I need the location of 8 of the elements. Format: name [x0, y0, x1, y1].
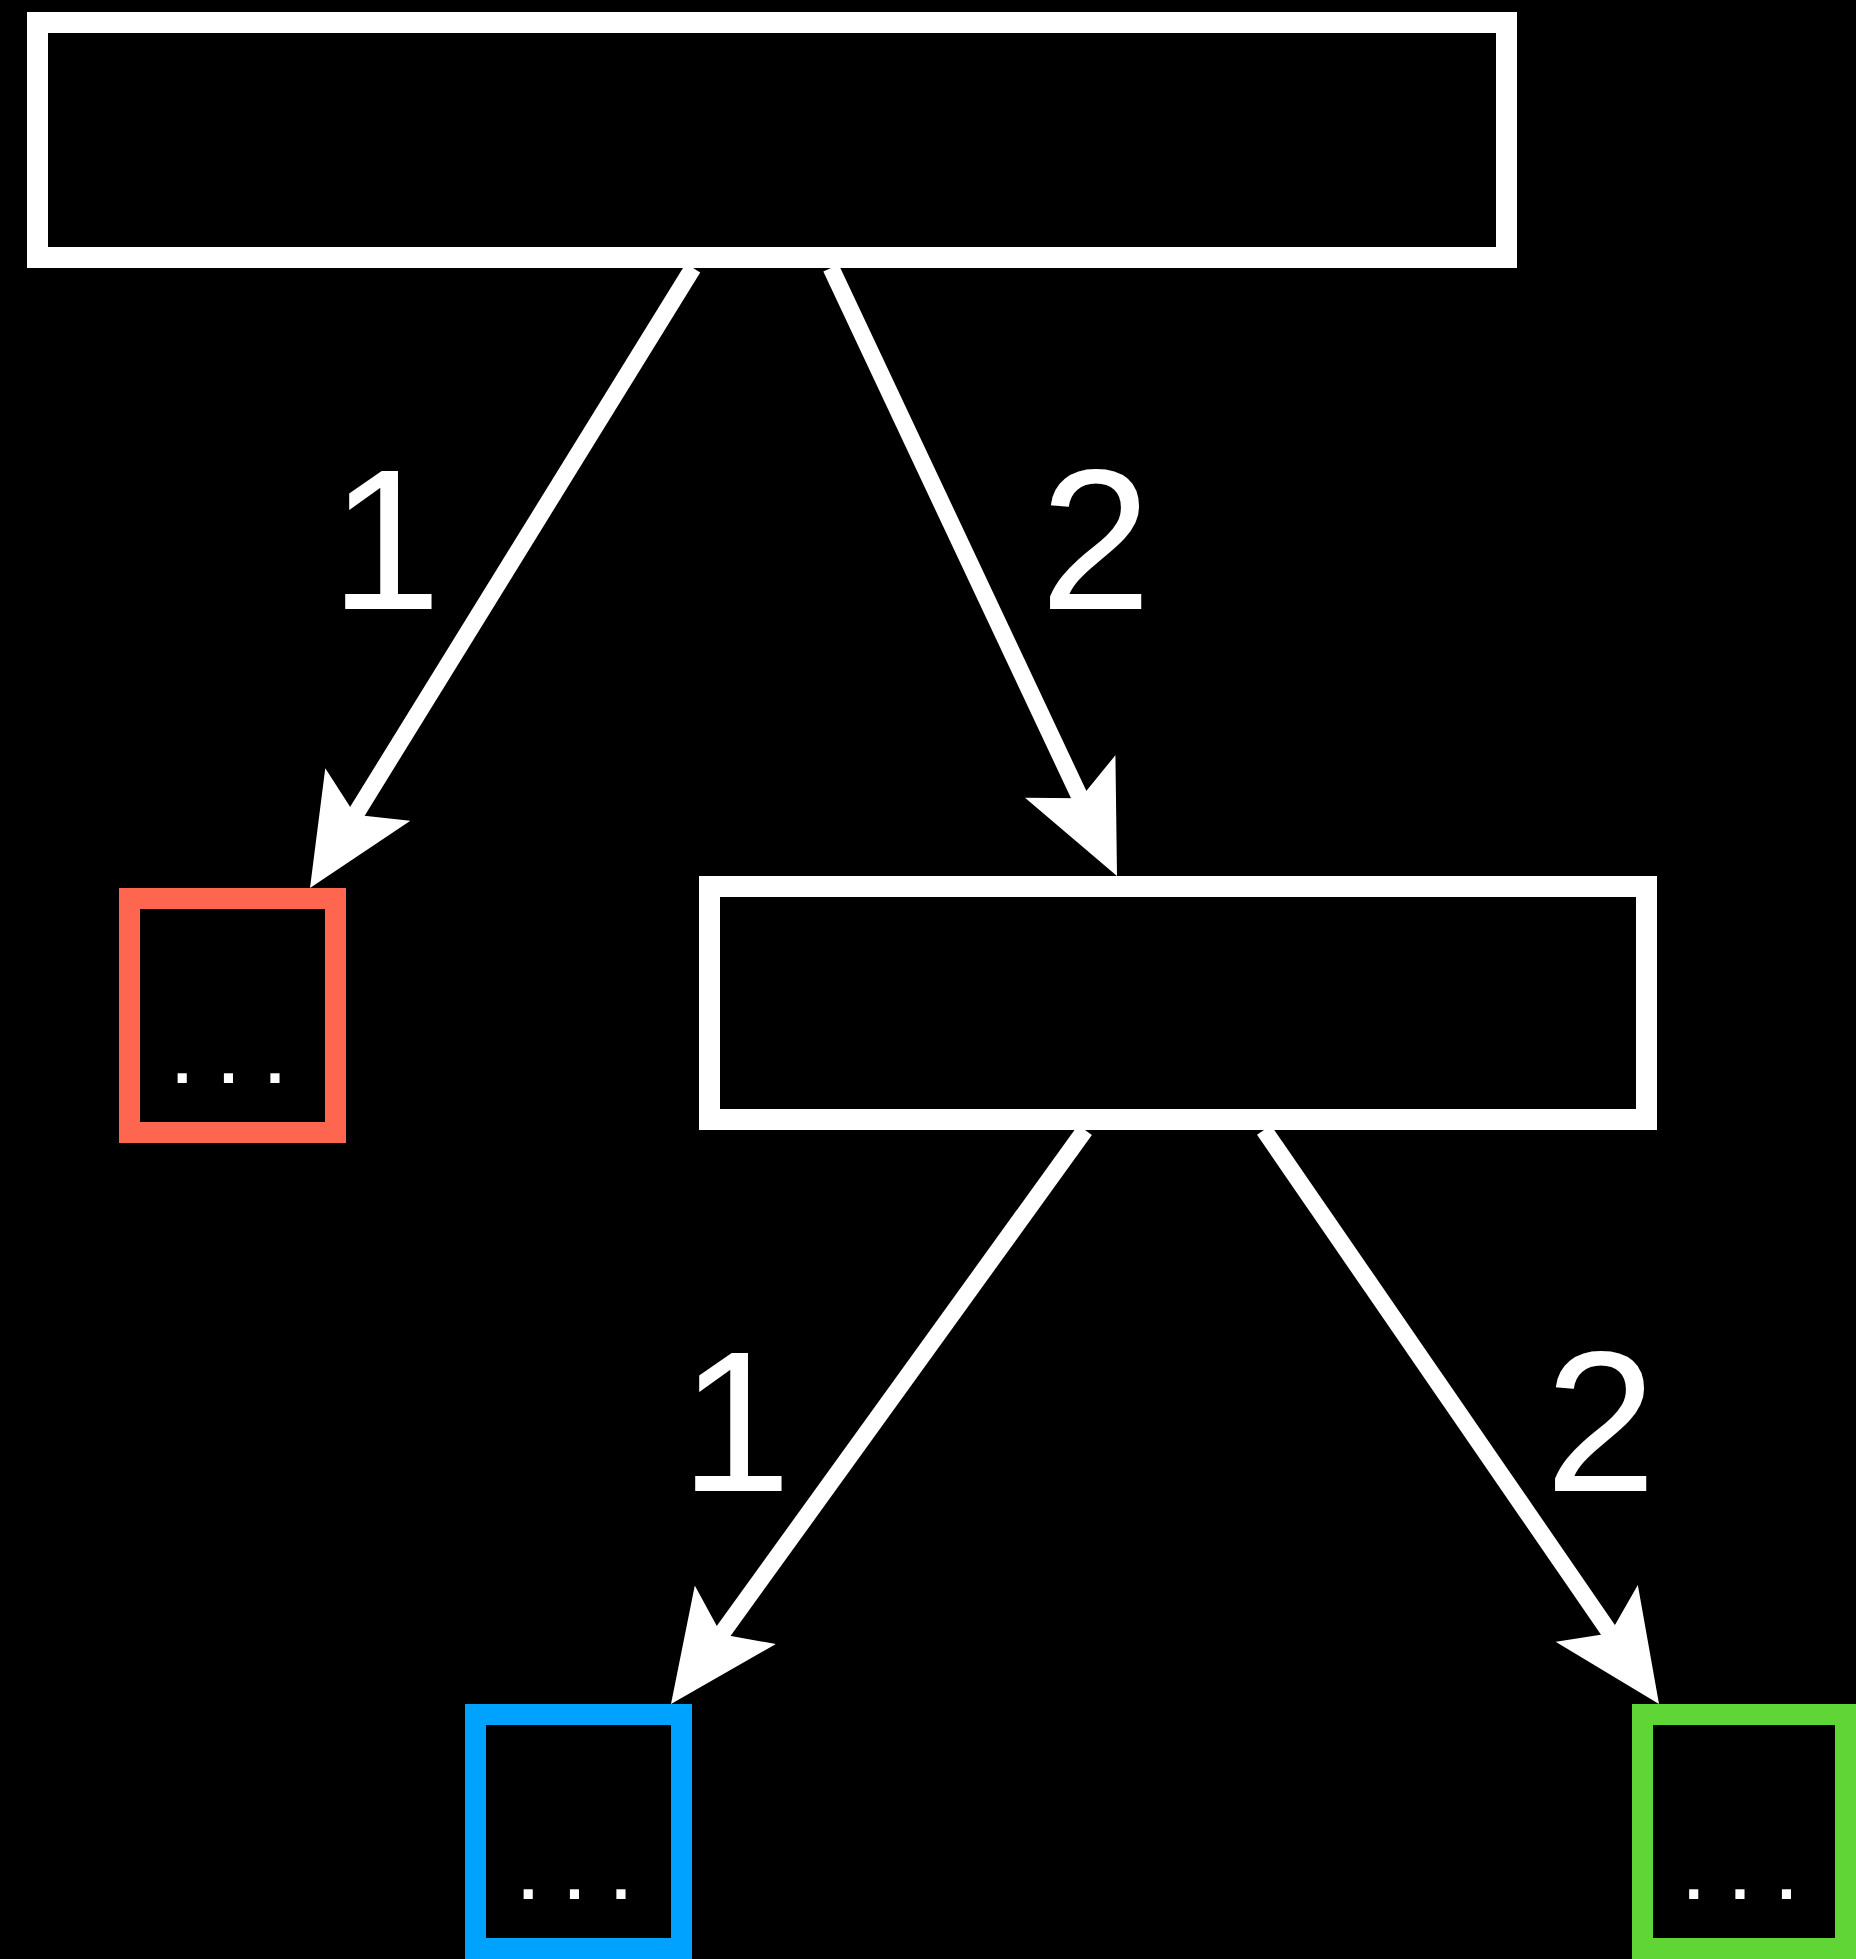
ellipsis-text: ...	[162, 1034, 303, 1098]
item-box	[119, 888, 346, 1143]
empty-box	[27, 12, 1517, 268]
ellipsis-text: ...	[1674, 1850, 1814, 1914]
item-box	[465, 1704, 692, 1959]
empty-box	[699, 876, 1657, 1130]
item-box	[1632, 1704, 1856, 1959]
ellipsis-text: ...	[508, 1850, 649, 1914]
